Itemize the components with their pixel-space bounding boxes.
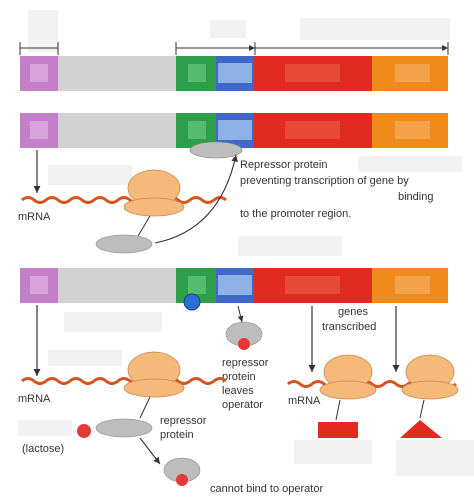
- mrna-strand-bottom-left: [21, 377, 227, 385]
- protein-product-triangle: [400, 420, 442, 438]
- leaves-line1: repressor: [222, 357, 269, 369]
- repressor-caption-line4: to the promoter region.: [240, 208, 351, 220]
- lactose-label: (lactose): [22, 443, 64, 455]
- mrna-label-bottom-right: mRNA: [288, 395, 321, 407]
- blank-label-box: [64, 312, 162, 332]
- blank-label-box: [294, 440, 372, 464]
- repressor-bottom-line1: repressor: [160, 415, 207, 427]
- blank-label-box: [18, 420, 72, 436]
- ribosome-bottom-left: [123, 351, 185, 398]
- lactose-molecule: [77, 424, 91, 438]
- cannot-bind-label: cannot bind to operator: [210, 483, 323, 495]
- blank-label-box: [358, 156, 462, 172]
- repressor-caption-line2: preventing transcription of gene by: [240, 175, 409, 187]
- repressor-caption-line3: binding: [398, 191, 433, 203]
- free-repressor-bottom: [95, 418, 153, 438]
- blank-label-box: [210, 20, 246, 38]
- mrna-strand-top: [21, 196, 227, 204]
- mrna-label-top: mRNA: [18, 211, 51, 223]
- blank-label-box: [300, 18, 450, 40]
- leaves-line2: protein: [222, 371, 256, 383]
- dna-strand-3: [20, 268, 448, 303]
- repressor-caption-line1: Repressor protein: [240, 159, 327, 171]
- mrna-label-bottom-left: mRNA: [18, 393, 51, 405]
- dimension-line: [19, 42, 449, 55]
- dna-strand-1: [20, 56, 448, 91]
- free-repressor-top: [95, 234, 153, 254]
- blank-label-box: [48, 350, 122, 366]
- ribosome-top: [123, 169, 185, 217]
- inactive-arrow: [139, 437, 161, 465]
- leave-arrow: [237, 305, 244, 323]
- ribosome-bottom-right-1: [319, 354, 377, 400]
- bound-repressor: [189, 141, 243, 159]
- leaves-line3: leaves: [222, 385, 254, 397]
- genes-transcribed-line1: genes: [338, 306, 368, 318]
- blank-label-box: [48, 165, 132, 185]
- blank-label-box: [238, 236, 342, 256]
- repressor-link-bottom: [139, 396, 151, 419]
- protein-product-rect: [318, 422, 358, 438]
- protein-link-2: [419, 399, 425, 419]
- rna-polymerase: [183, 293, 201, 311]
- blank-label-box: [28, 10, 58, 52]
- repressor-to-operator-arrow: [154, 154, 238, 244]
- leaves-line4: operator: [222, 399, 263, 411]
- protein-link-1: [335, 399, 341, 421]
- repressor-link: [137, 215, 151, 237]
- blank-label-box: [396, 440, 474, 476]
- released-repressor: [225, 321, 263, 350]
- dna-strand-2: [20, 113, 448, 148]
- genes-transcribed-line2: transcribed: [322, 321, 376, 333]
- repressor-bottom-line2: protein: [160, 429, 194, 441]
- inactive-repressor: [163, 457, 201, 486]
- ribosome-bottom-right-2: [401, 354, 459, 400]
